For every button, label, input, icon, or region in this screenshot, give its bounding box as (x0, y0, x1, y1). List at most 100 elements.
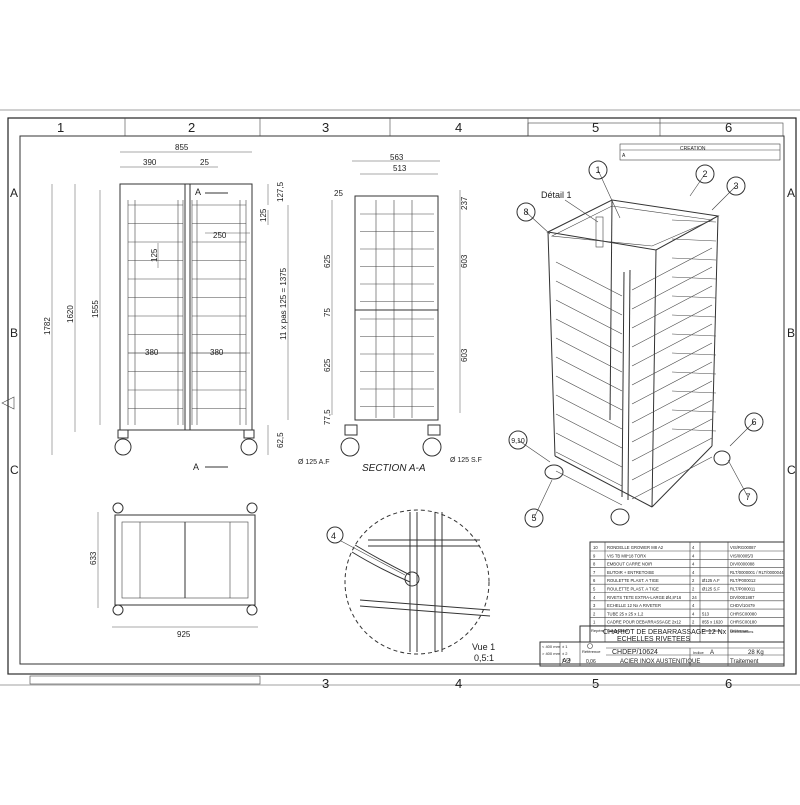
zone-label: B (787, 326, 795, 340)
shelf-rail (631, 380, 713, 424)
shelf-rail (671, 409, 717, 413)
tolerance-label: < 400 mm (542, 644, 561, 649)
right-zone-ruler: A B C A B C (1, 186, 796, 477)
shelf-rail (555, 394, 623, 430)
dimension-label: 77,5 (323, 409, 332, 425)
bom-cell-no: 1 (593, 620, 596, 625)
bom-cell-qty: 2 (692, 587, 695, 592)
shelf-rail (631, 285, 713, 329)
shelf-rail (631, 342, 713, 386)
dimension-label: 25 (200, 158, 209, 167)
dimension-label: 125 (259, 208, 268, 222)
treatment-label: Traitement (730, 659, 759, 665)
zone-label: 4 (455, 676, 462, 691)
callout-bubble (738, 487, 758, 507)
shelf-rail (631, 304, 713, 348)
zone-label: 2 (188, 120, 195, 135)
projection-symbol-icon (587, 643, 593, 649)
shelf-rail (631, 437, 713, 481)
section-title: SECTION A-A (362, 463, 426, 474)
bom-cell-d: 855 x 1620 (702, 620, 723, 625)
zone-label: 3 (322, 676, 329, 691)
shelf-rail (631, 323, 713, 367)
index-value: A (710, 650, 714, 656)
dimension-label: 11 x pas 125 = 1375 (279, 267, 288, 340)
weight-value: 28 Kg (748, 650, 764, 656)
bom-cell-d: Ø125 S.F (702, 587, 720, 592)
dimension-label: 855 (175, 143, 189, 152)
dimension-label: 603 (460, 348, 469, 362)
bom-cell-qty: 24 (692, 595, 697, 600)
dimension-label: 25 (334, 189, 343, 198)
scale-value: 0,06 (586, 659, 596, 665)
wheel-label: Ø 125 A.F (298, 459, 330, 466)
shelf-rail (671, 428, 717, 432)
centering-arrow-icon (1, 396, 15, 410)
drawing-subtitle: ECHELLES RIVETEES (617, 636, 690, 643)
bom-header-d: Dimension (702, 628, 721, 633)
bom-cell-qty: 4 (692, 562, 695, 567)
callout-number: 2 (702, 169, 707, 179)
dimension-label: 75 (323, 308, 332, 317)
shelf-rail (555, 413, 623, 449)
bom-cell-designation: RIVETS TETE EXTRA-LARGE Ø4,8*16 (607, 595, 682, 600)
bom-cell-designation: ROULETTE PLAST. A TIGE (607, 587, 659, 592)
revision-index: A (622, 153, 626, 159)
wheel-icon (246, 502, 258, 514)
wheel-icon (246, 604, 258, 616)
revision-text: CREATION (680, 146, 706, 152)
shelf-rail (555, 451, 623, 487)
shelf-rail (555, 470, 623, 506)
wheel-icon (112, 604, 124, 616)
shelf-rail (555, 318, 623, 354)
section-marker: A (193, 462, 199, 472)
inner-frame (19, 135, 785, 665)
material-value: ACIER INOX AUSTENITIQUE (620, 659, 700, 665)
wheel-icon (713, 450, 731, 466)
shelf-rail (631, 456, 713, 500)
zone-label: 6 (725, 120, 732, 135)
dimension-label: 380 (145, 348, 159, 357)
bom-cell-qty: 2 (692, 620, 695, 625)
dimension-label: 127,5 (276, 181, 285, 202)
bom-cell-qty: 4 (692, 603, 695, 608)
shelf-rail (555, 261, 623, 297)
outer-frame (7, 117, 797, 675)
zone-label: 5 (592, 676, 599, 691)
bom-cell-ref: RLT/0000001 / RLT/0000044 (730, 570, 784, 575)
dimension-label: 1555 (91, 300, 100, 318)
wheel-icon (114, 438, 132, 456)
callout-bubble (695, 164, 715, 184)
dimension-label: 513 (393, 164, 407, 173)
wheel-icon (610, 508, 630, 526)
dimension-label: 1782 (43, 317, 52, 335)
bom-cell-designation: VIS TB M8*18 TORX (607, 553, 646, 558)
shelf-rail (555, 432, 623, 468)
bom-cell-ref: DIV/0001887 (730, 595, 755, 600)
top-view: 925 633 (89, 502, 258, 639)
shelf-rail (671, 257, 717, 261)
shelf-rail (631, 247, 713, 291)
shelf-rail (671, 314, 717, 318)
bom-cell-no: 2 (593, 611, 596, 616)
shelf-rail (671, 352, 717, 356)
zone-label: A (787, 186, 795, 200)
dimension-label: 925 (177, 630, 191, 639)
detail-view: 4 Vue 1 0,5:1 (326, 509, 495, 663)
callout-bubble (744, 412, 764, 432)
callout-bubble (588, 160, 608, 180)
shelf-rail (631, 418, 713, 462)
shelf-rail (631, 266, 713, 310)
shelf-rail (555, 337, 623, 373)
bom-cell-designation: TUBE 25 x 25 x 1,2 (607, 611, 644, 616)
bom-cell-no: 7 (593, 570, 596, 575)
dimension-label: 625 (323, 358, 332, 372)
bom-header-designation: Désignation (607, 628, 628, 633)
shelf-rail (631, 361, 713, 405)
bom-cell-no: 6 (593, 578, 596, 583)
zone-label: C (787, 463, 796, 477)
zone-label: 5 (592, 120, 599, 135)
shelf-rail (555, 280, 623, 316)
shelf-rail (555, 299, 623, 335)
